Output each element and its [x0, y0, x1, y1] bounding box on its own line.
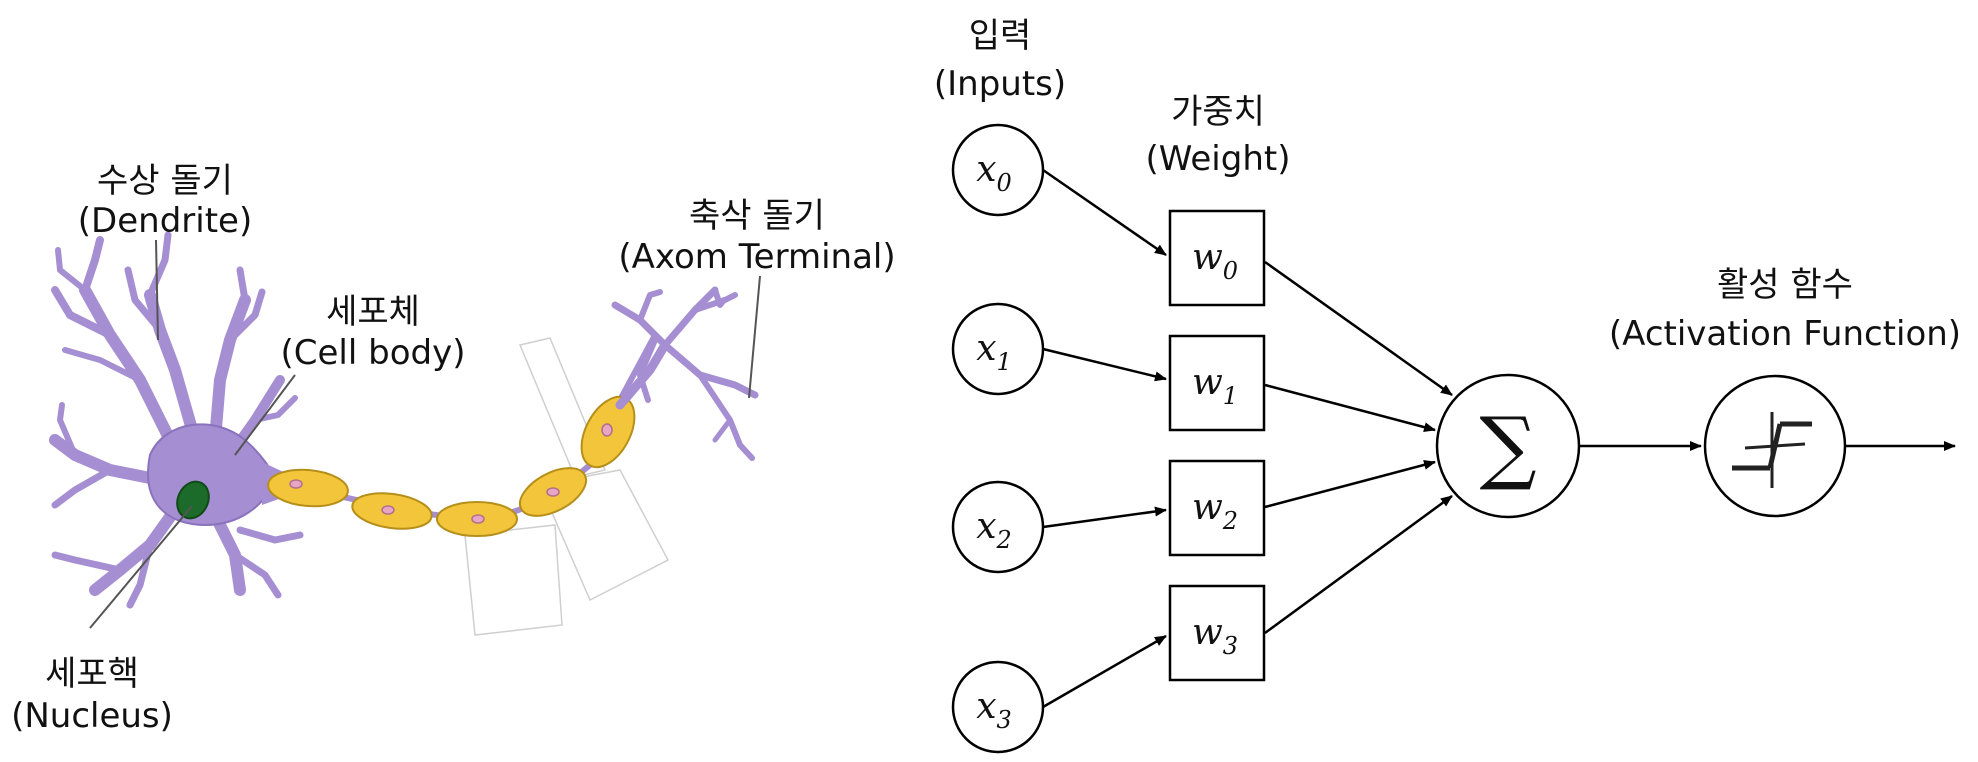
nucleus-label-en: (Nucleus)	[11, 696, 173, 736]
cell-body-label-ko: 세포체	[326, 292, 420, 332]
weight-var: w	[1192, 487, 1223, 528]
input-var: x	[976, 506, 996, 547]
input-subscript: 2	[996, 526, 1012, 554]
weight-subscript: 1	[1223, 382, 1238, 410]
weight-var: w	[1192, 612, 1223, 653]
weight-var: w	[1192, 362, 1223, 403]
perceptron-diagram: 입력 (Inputs) 가중치 (Weight) 활성 함수 (Activati…	[934, 16, 1961, 754]
edge-x1-w1	[1042, 347, 1167, 382]
svg-text:x1: x1	[976, 328, 1012, 376]
edge-x0-w0	[1042, 168, 1167, 257]
axon	[267, 333, 658, 537]
edge-x2-w2	[1042, 506, 1167, 529]
input-var: x	[976, 686, 996, 727]
neuron-labels: 수상 돌기 (Dendrite) 세포체 (Cell body) 축삭 돌기 (…	[11, 161, 896, 736]
input-node-0: x0	[951, 123, 1045, 217]
step-function-icon	[1732, 412, 1812, 488]
weight-box-0: w0	[1168, 209, 1266, 307]
nucleus-label-ko: 세포핵	[45, 654, 139, 694]
weights-title-en: (Weight)	[1146, 139, 1291, 179]
weight-boxes: w0 w1 w2 w3	[1168, 209, 1266, 682]
summation-node: ∑	[1435, 373, 1581, 519]
dendrite-label-en: (Dendrite)	[78, 201, 252, 241]
input-nodes: x0 x1 x2 x3	[951, 123, 1045, 754]
edge-w1-sum	[1264, 383, 1436, 433]
input-subscript: 0	[997, 169, 1012, 197]
connectors	[1042, 168, 1956, 709]
myelin-sheaths	[267, 395, 636, 537]
cell-body-leader	[234, 374, 296, 456]
activation-node	[1703, 374, 1847, 518]
cell-body	[147, 423, 290, 527]
weight-box-3: w3	[1168, 584, 1266, 682]
svg-text:w1: w1	[1192, 362, 1238, 410]
leader-lines	[89, 239, 761, 629]
cell-body-label-en: (Cell body)	[281, 333, 466, 373]
dendrite-leader	[155, 239, 159, 341]
input-var: x	[976, 328, 996, 369]
input-subscript: 1	[997, 348, 1012, 376]
inputs-title-en: (Inputs)	[934, 64, 1066, 104]
input-subscript: 3	[997, 706, 1012, 734]
inputs-title-ko: 입력	[969, 16, 1032, 56]
svg-text:x2: x2	[976, 506, 1012, 554]
svg-text:w0: w0	[1192, 237, 1238, 285]
weight-var: w	[1192, 237, 1223, 278]
svg-text:w3: w3	[1192, 612, 1238, 660]
svg-text:x0: x0	[976, 149, 1012, 197]
weights-title-ko: 가중치	[1171, 92, 1265, 132]
input-node-1: x1	[951, 302, 1045, 396]
axon-terminal-label-en: (Axom Terminal)	[618, 237, 895, 277]
activation-title-ko: 활성 함수	[1717, 265, 1853, 305]
weight-box-2: w2	[1168, 459, 1266, 557]
edge-w0-sum	[1264, 260, 1453, 397]
edge-x3-w3	[1042, 634, 1167, 709]
input-node-2: x2	[951, 480, 1045, 574]
edge-w2-sum	[1264, 459, 1436, 509]
nucleus-leader	[89, 505, 193, 629]
input-node-3: x3	[951, 660, 1045, 754]
dendrite-label-ko: 수상 돌기	[97, 161, 233, 201]
axon-terminal-leader	[748, 275, 761, 399]
axon-terminal	[611, 286, 759, 461]
weight-subscript: 3	[1223, 632, 1238, 660]
weight-subscript: 0	[1223, 257, 1238, 285]
svg-text:x3: x3	[976, 686, 1012, 734]
svg-text:w2: w2	[1192, 487, 1238, 535]
sigma-symbol: ∑	[1479, 400, 1536, 493]
weight-box-1: w1	[1168, 334, 1266, 432]
dendrites	[49, 231, 304, 609]
weight-subscript: 2	[1222, 507, 1238, 535]
edge-w3-sum	[1264, 494, 1453, 635]
axon-terminal-label-ko: 축삭 돌기	[689, 196, 825, 236]
nucleus	[176, 480, 210, 520]
background-boxes	[464, 337, 670, 636]
input-var: x	[976, 149, 996, 190]
neuron-illustration: 수상 돌기 (Dendrite) 세포체 (Cell body) 축삭 돌기 (…	[11, 161, 896, 736]
activation-title-en: (Activation Function)	[1609, 314, 1961, 354]
